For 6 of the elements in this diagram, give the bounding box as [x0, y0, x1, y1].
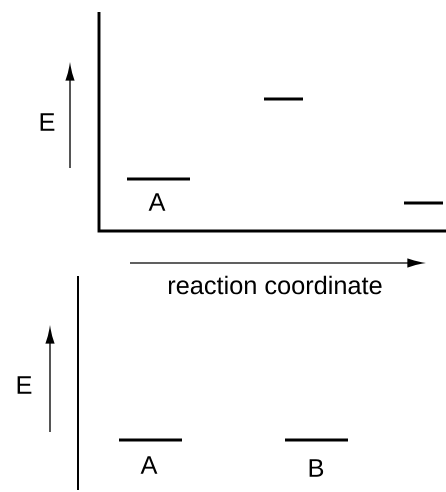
axis-label: E	[40, 113, 54, 131]
level-label: A	[148, 193, 166, 211]
axis-label: E	[18, 376, 32, 394]
level-label: B	[310, 459, 324, 477]
level-label: A	[140, 456, 158, 474]
axis-label: reaction coordinate	[168, 276, 382, 294]
